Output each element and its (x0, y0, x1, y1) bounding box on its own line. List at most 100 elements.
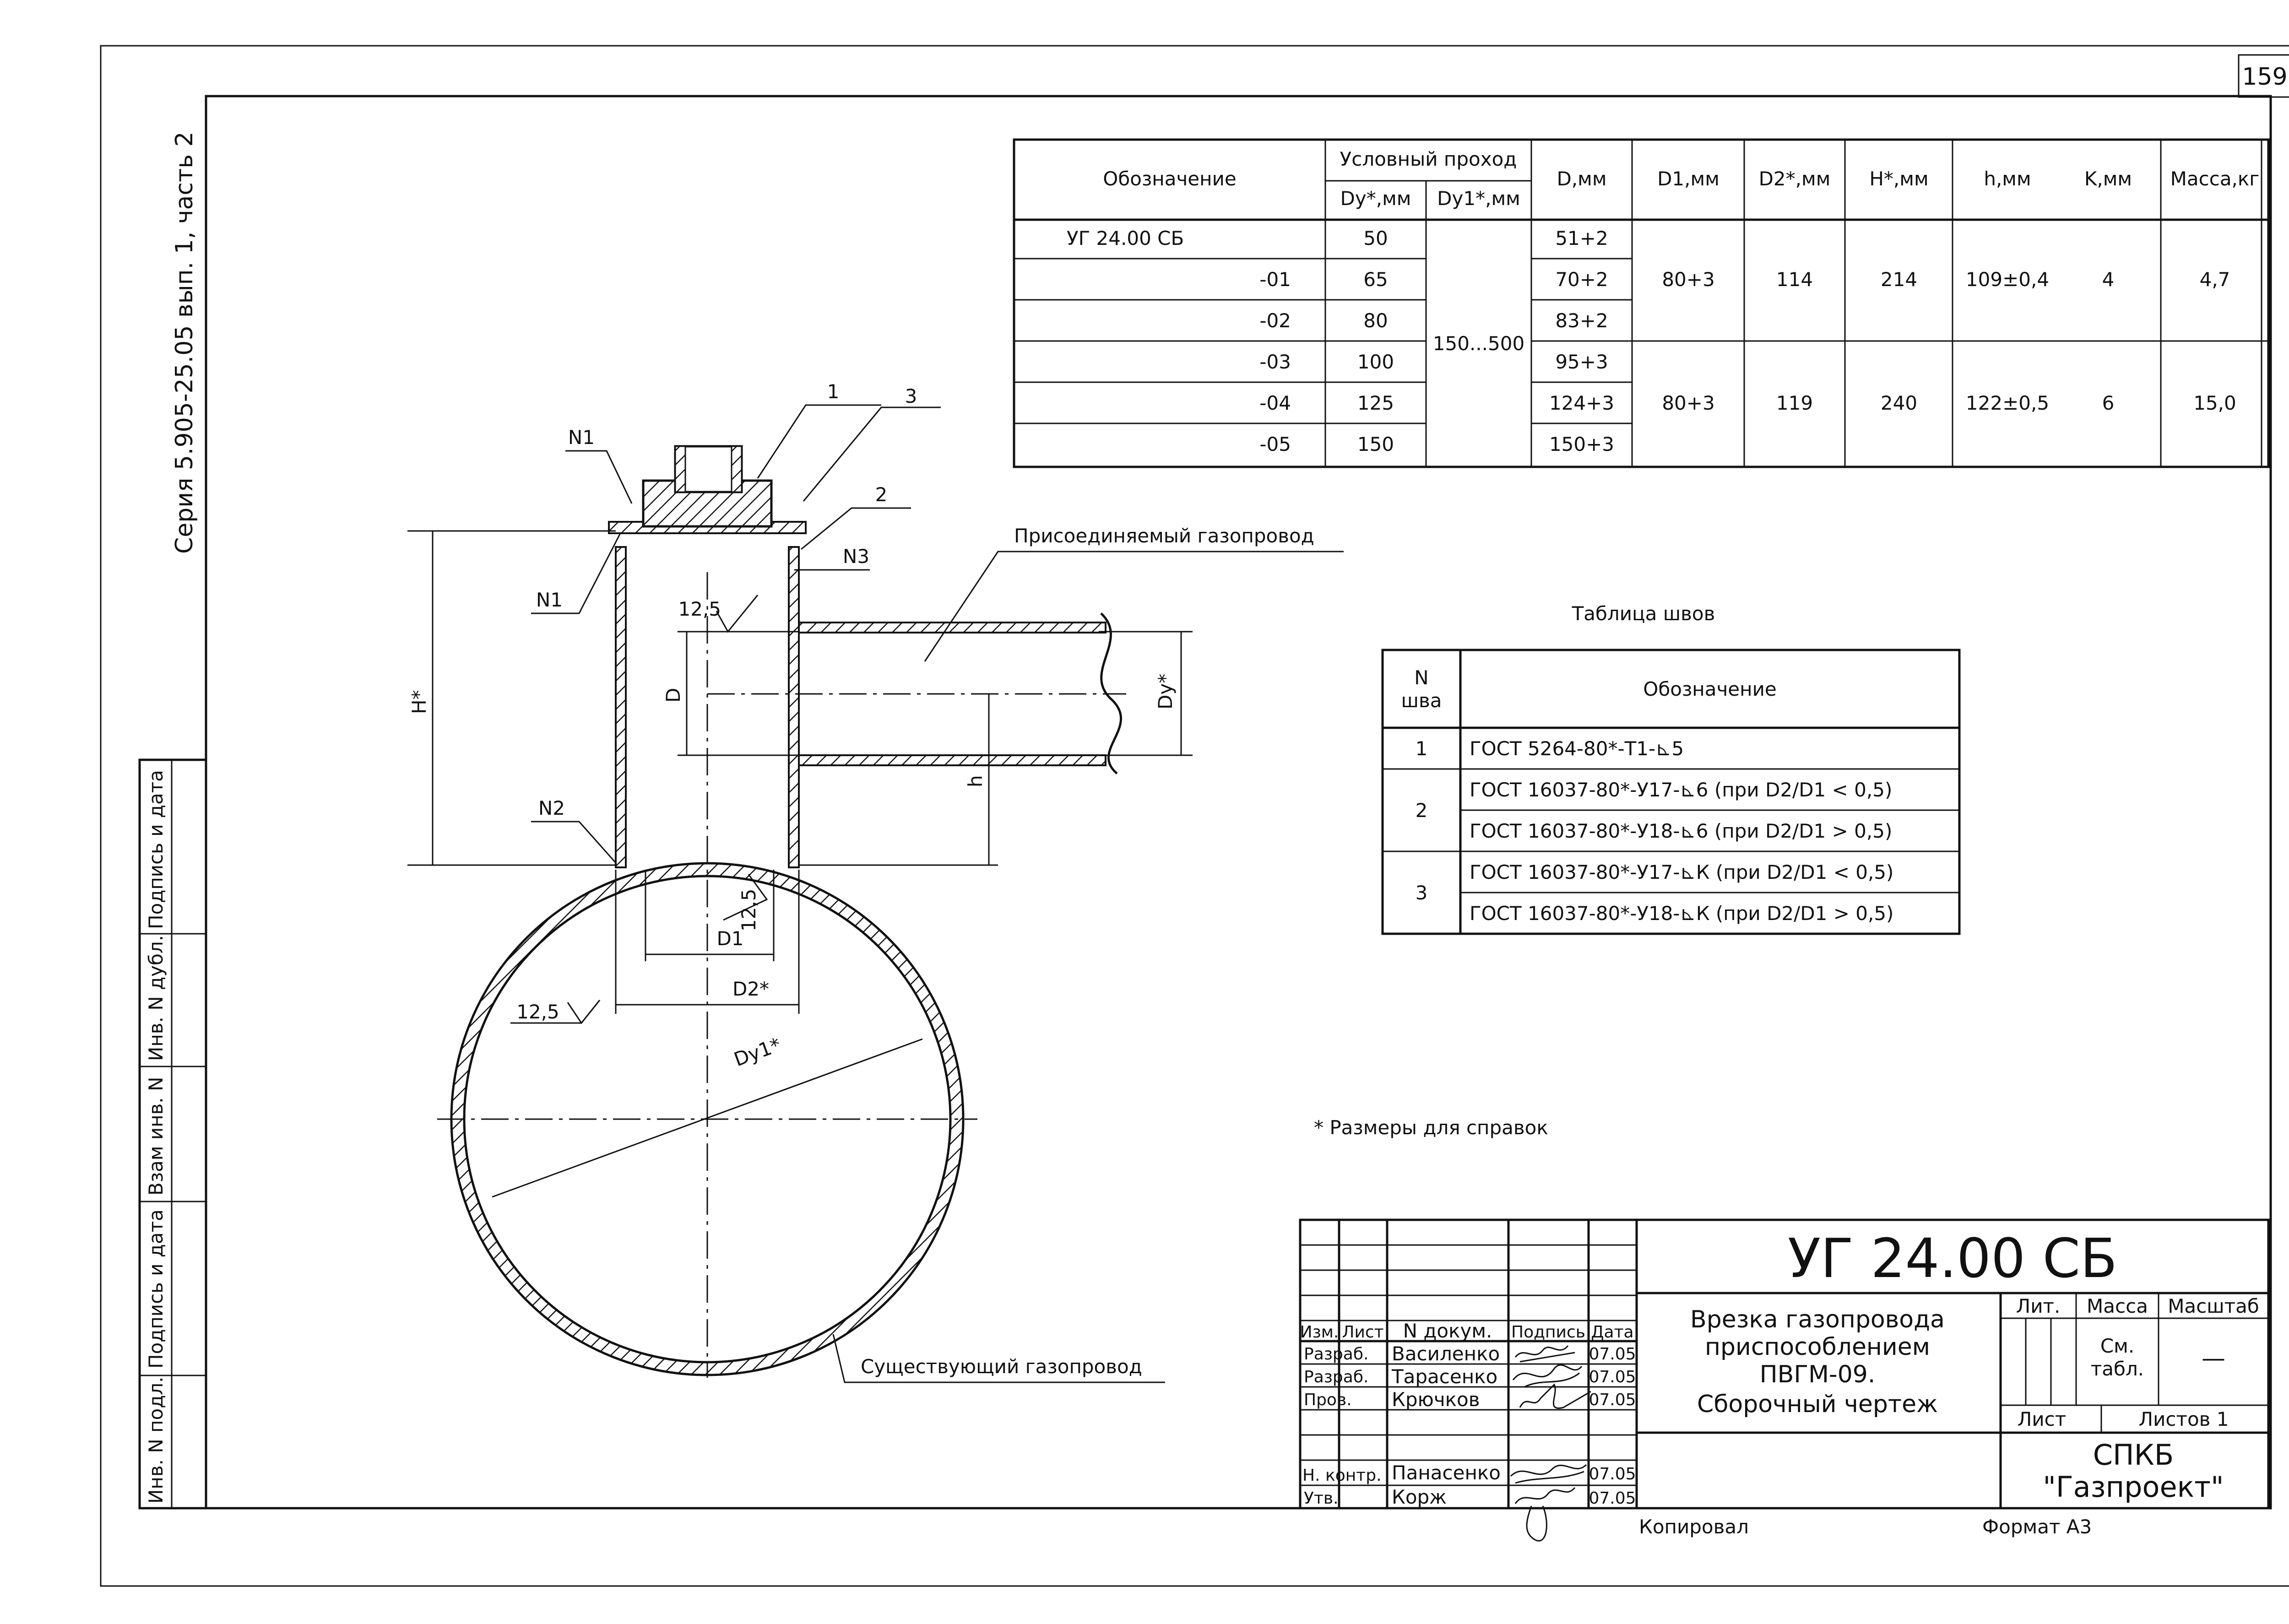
roughness-b: 12,5 (738, 888, 760, 931)
dim-d2: D2* (732, 978, 769, 1000)
dy1-merged: 150...500 (1433, 332, 1524, 355)
note-reference-sizes: * Размеры для справок (1314, 1116, 1548, 1139)
person-name: Тарасенко (1391, 1365, 1497, 1388)
group1-h-big: 214 (1881, 268, 1917, 291)
stamp-vzam-inv: Взам инв. N (145, 1077, 167, 1196)
person-name: Панасенко (1392, 1462, 1501, 1484)
group1-d2: 114 (1776, 268, 1813, 291)
weld-header-n2: шва (1401, 689, 1442, 712)
assembly-drawing: Dy1* H* D h Dy* (407, 380, 1344, 1383)
stamp-sign-date-1: Подпись и дата (145, 1209, 167, 1369)
scale-value: — (2202, 1345, 2225, 1372)
weld-header-n: N (1414, 666, 1428, 689)
connected-pipe-bottom-wall (798, 754, 1107, 766)
leader-pos1 (757, 404, 881, 479)
header-k: K,мм (2084, 168, 2132, 190)
person-name: Корж (1392, 1486, 1447, 1508)
group2-k: 6 (2102, 392, 2115, 414)
org-line-2: "Газпроект" (2043, 1470, 2224, 1504)
dim-d1: D1 (716, 927, 743, 950)
row-designation: -03 (1259, 351, 1291, 373)
existing-pipe-label: Существующий газопровод (861, 1355, 1142, 1378)
group2-h-big: 240 (1881, 392, 1917, 414)
row-dy: 65 (1363, 268, 1388, 291)
branch-wall-left (615, 546, 627, 868)
col-date: Дата (1591, 1323, 1633, 1342)
group1-k: 4 (2102, 268, 2115, 291)
weld-row-item: ГОСТ 16037-80*-У17-⊾К (при D2/D1 < 0,5) (1470, 861, 1893, 883)
dim-dy1: Dy1* (731, 1033, 784, 1071)
row-designation: -04 (1259, 392, 1291, 414)
page-number: 159 (2242, 63, 2287, 91)
weld-row-item: ГОСТ 5264-80*-Т1-⊾5 (1470, 737, 1684, 760)
weld-row-n: 2 (1416, 799, 1428, 822)
leader-n2 (531, 821, 617, 863)
roughness-mark (716, 595, 759, 633)
leader-pos3 (803, 406, 941, 502)
doc-code: УГ 24.00 СБ (1788, 1227, 2117, 1290)
break-line (1100, 612, 1123, 774)
person-role: Разраб. (1304, 1345, 1368, 1364)
group2-h-small: 122±0,5 (1966, 392, 2049, 414)
connected-pipe-top-wall (798, 622, 1107, 633)
leader-connected-pipe (924, 551, 1344, 662)
fitting-plug-thread (674, 445, 686, 493)
person-date: 07.05 (1589, 1391, 1636, 1409)
weld-row-item: ГОСТ 16037-80*-У18-⊾К (при D2/D1 > 0,5) (1470, 902, 1893, 925)
roughness-a: 12,5 (678, 598, 721, 620)
dim-dy: Dy* (1154, 674, 1177, 709)
row-dy: 50 (1363, 227, 1388, 249)
title-block: УГ 24.00 СБ Врезка газопровода приспособ… (1299, 1218, 2270, 1542)
dim-d: D (662, 688, 684, 703)
person-name: Василенко (1392, 1343, 1500, 1365)
col-sign: Подпись (1511, 1323, 1585, 1342)
header-designation: Обозначение (1103, 168, 1236, 190)
n3-label: N3 (843, 545, 869, 568)
group1-d1: 80+3 (1662, 268, 1714, 291)
signature-scribble (1510, 1464, 1587, 1484)
leader-pos2 (801, 507, 911, 550)
mass-value-1: См. (2100, 1335, 2134, 1357)
weld-row-n: 1 (1416, 737, 1428, 760)
row-d: 124+3 (1549, 392, 1614, 414)
group1-h-small: 109±0,4 (1966, 268, 2049, 291)
side-stamp-strip: Инв. N подл. Подпись и дата Взам инв. N … (138, 758, 207, 1510)
row-designation: -02 (1259, 309, 1291, 332)
main-table: Обозначение Условный проход Dy*,мм Dy1*,… (1013, 138, 2270, 468)
row-designation: -05 (1259, 433, 1291, 455)
dim-h-big: H* (408, 690, 430, 714)
row-d: 51+2 (1555, 227, 1608, 249)
n1-top-label: N1 (568, 426, 595, 449)
outer-frame (100, 45, 2289, 1587)
branch-wall-right (788, 546, 800, 868)
group2-d2: 119 (1776, 392, 1813, 414)
header-d1: D1,мм (1657, 168, 1719, 190)
roughness-mark (567, 1000, 601, 1024)
roughness-c: 12,5 (516, 1001, 559, 1023)
header-mass: Масса,кг (2170, 168, 2260, 190)
weld-row-n: 3 (1416, 882, 1428, 904)
row-d: 95+3 (1555, 351, 1608, 373)
row-dy: 80 (1363, 309, 1388, 332)
person-name: Крючков (1392, 1388, 1480, 1411)
series-label: Серия 5.905-25.05 вып. 1, часть 2 (171, 131, 198, 554)
roughness-mark (723, 874, 768, 921)
signature-scribble (1514, 1487, 1576, 1542)
stamp-inv-podl: Инв. N подл. (145, 1377, 167, 1504)
row-dy: 150 (1357, 433, 1394, 455)
leader-existing-pipe (832, 1334, 1165, 1383)
person-role: Н. контр. (1302, 1466, 1382, 1485)
connected-pipe-label: Присоединяемый газопровод (1014, 525, 1314, 547)
person-role: Пров. (1304, 1391, 1352, 1409)
weld-header-designation: Обозначение (1643, 678, 1776, 700)
header-dy: Dy*,мм (1340, 187, 1411, 210)
footer-format: Формат А3 (1982, 1516, 2092, 1538)
person-date: 07.05 (1589, 1489, 1636, 1508)
leader-n1-mid (531, 533, 621, 614)
sheets-label: Листов 1 (2139, 1408, 2229, 1430)
inner-frame (205, 95, 2272, 1510)
person-date: 07.05 (1589, 1368, 1636, 1386)
weld-row-item: ГОСТ 16037-80*-У17-⊾6 (при D2/D1 < 0,5) (1470, 779, 1892, 801)
doc-title-line: приспособлением (1705, 1333, 1930, 1361)
